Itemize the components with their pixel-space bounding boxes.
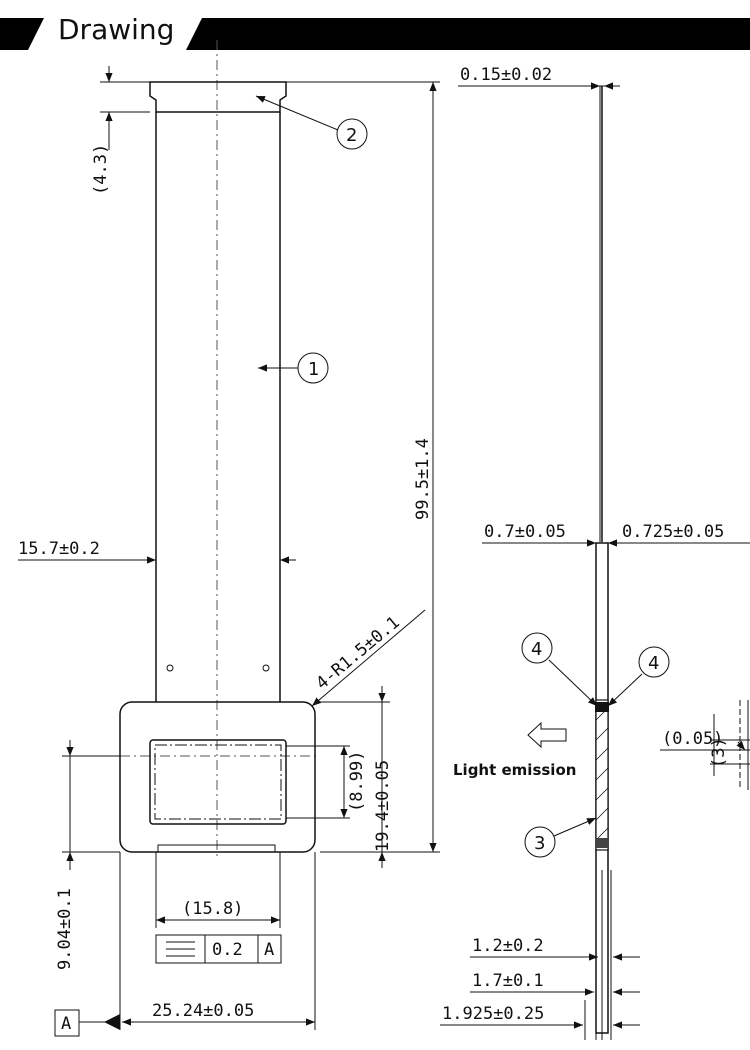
- tolerance-datum: A: [264, 940, 274, 960]
- callout-4b-circle: [638, 646, 670, 678]
- dim-thk-3: 1.925±0.25: [442, 1004, 544, 1024]
- callout-4a: 4: [531, 639, 542, 660]
- datum-box: [54, 1009, 80, 1037]
- header-title: Drawing: [58, 13, 175, 46]
- dim-panel-width: 25.24±0.05: [152, 1001, 254, 1021]
- panel-bottom-notch: [157, 844, 276, 852]
- header-tab: [28, 14, 204, 50]
- dim-panel-height: 19.4±0.05: [373, 760, 393, 852]
- tolerance-value: 0.2: [212, 940, 243, 960]
- dim-detail-gap: (0.05): [662, 729, 723, 749]
- active-area-outer: [149, 739, 287, 825]
- callout-3-circle: [524, 826, 556, 858]
- callout-4b: 4: [648, 653, 659, 674]
- callout-4a-circle: [521, 632, 553, 664]
- dim-tab-height: (4.3): [91, 144, 111, 195]
- dim-side-a: 0.7±0.05: [484, 522, 566, 542]
- dim-detail-len: (3): [709, 737, 729, 768]
- light-emission-label: Light emission: [453, 761, 576, 779]
- dim-active-width: (15.8): [182, 899, 243, 919]
- dim-fpc-width: 15.7±0.2: [18, 539, 100, 559]
- dim-active-height: (8.99): [347, 751, 367, 812]
- connector-tab: [149, 81, 287, 113]
- dim-total-length: 99.5±1.4: [413, 438, 433, 520]
- dim-thk-1: 1.2±0.2: [472, 936, 544, 956]
- side-seal-top: [595, 702, 609, 712]
- side-panel-glass: [595, 699, 609, 851]
- fpc-hole-right: [262, 664, 270, 672]
- dim-offset: 9.04±0.1: [55, 888, 75, 970]
- dim-thk-2: 1.7±0.1: [472, 971, 544, 991]
- callout-3: 3: [534, 833, 545, 854]
- callout-1-circle: [297, 352, 329, 384]
- datum-label: A: [61, 1014, 71, 1034]
- callout-1: 1: [308, 359, 319, 380]
- fpc-hole-left: [166, 664, 174, 672]
- light-arrow-icon: [527, 721, 567, 749]
- callout-2-circle: [336, 118, 368, 150]
- datum-triangle: [104, 1014, 120, 1030]
- dim-side-b: 0.725±0.05: [622, 522, 724, 542]
- dim-corner-radius: 4-R1.5±0.1: [312, 613, 403, 694]
- callout-2: 2: [346, 125, 357, 146]
- side-seal-bottom: [595, 838, 609, 848]
- panel-outline: [119, 701, 316, 853]
- flatness-symbol: [166, 941, 195, 957]
- active-area-inner: [154, 744, 282, 820]
- dim-film-thickness: 0.15±0.02: [460, 65, 552, 85]
- tolerance-frame: [155, 934, 282, 964]
